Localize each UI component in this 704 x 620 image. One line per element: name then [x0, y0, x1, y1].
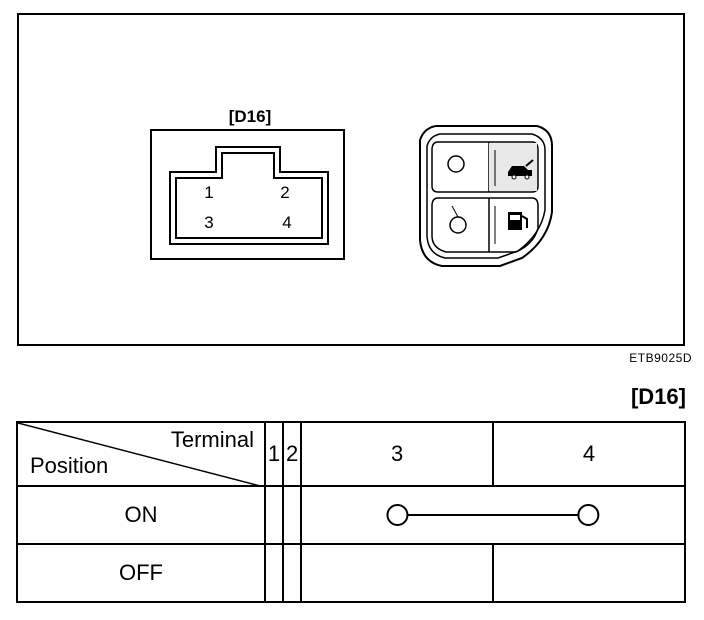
header-diagonal-cell: Terminal Position [16, 421, 266, 487]
table-row-on: ON [16, 485, 686, 545]
position-off-label: OFF [16, 543, 266, 603]
switch-assembly [419, 125, 553, 267]
continuity-node-terminal-3 [386, 504, 409, 526]
terminal-header-4: 4 [492, 421, 686, 487]
table-header-row: Terminal Position 1 2 3 4 [16, 421, 686, 487]
header-position-label: Position [30, 453, 109, 478]
on-cell-3-4 [300, 485, 686, 545]
trunk-switch-button [431, 141, 539, 193]
table-code: [D16] [630, 384, 686, 409]
off-cell-4 [492, 543, 686, 603]
continuity-node-terminal-4 [577, 504, 600, 526]
connector-label: [D16] [229, 107, 272, 126]
off-cell-2 [282, 543, 303, 603]
header-diagonal-line [18, 423, 264, 487]
figure-frame [17, 13, 685, 346]
connector-terminal-3: 3 [204, 213, 213, 232]
fuel-switch-button [431, 197, 539, 253]
connector-outline-outer [169, 146, 329, 245]
terminal-header-2: 2 [282, 421, 303, 487]
connector-terminal-2: 2 [280, 183, 289, 202]
position-on-label: ON [16, 485, 266, 545]
connector-terminal-4: 4 [282, 213, 291, 232]
connector-diagram: [D16] 1 2 3 4 [150, 107, 553, 267]
off-cell-3 [300, 543, 495, 603]
continuity-table: Terminal Position 1 2 3 4 ON OFF [16, 421, 686, 603]
fuel-door-icon [508, 212, 528, 230]
off-cell-1 [263, 543, 285, 603]
trunk-open-icon [508, 159, 534, 180]
terminal-header-1: 1 [263, 421, 285, 487]
connector-terminal-1: 1 [204, 183, 213, 202]
continuity-connection-on [386, 504, 600, 526]
terminal-header-3: 3 [300, 421, 495, 487]
table-row-off: OFF [16, 543, 686, 603]
on-cell-1 [263, 485, 285, 545]
connector-housing [150, 129, 345, 260]
header-terminal-label: Terminal [170, 427, 254, 452]
figure-code: ETB9025D [629, 351, 692, 365]
connector-outline-inner [175, 152, 323, 239]
on-cell-2 [282, 485, 303, 545]
